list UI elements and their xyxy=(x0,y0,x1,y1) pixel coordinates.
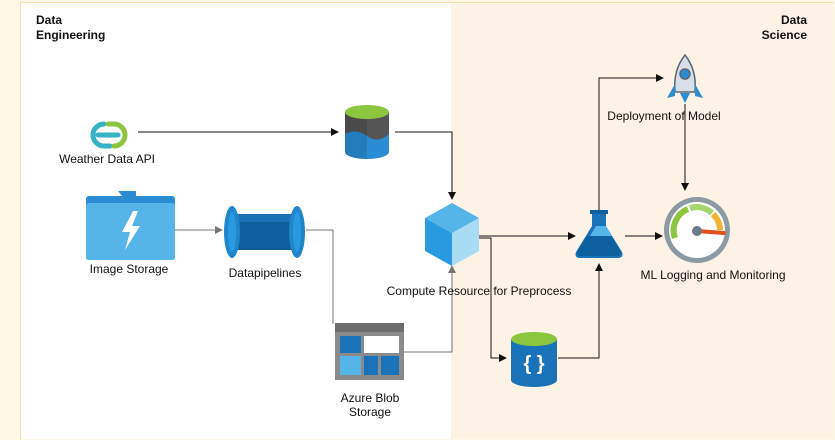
weather-api-label: Weather Data API xyxy=(59,152,155,166)
edge-compute-to-json xyxy=(478,237,507,362)
pipe-icon xyxy=(224,206,305,258)
json-database-icon: { } xyxy=(511,332,557,387)
cube-icon xyxy=(425,203,479,266)
deployment-label: Deployment of Model xyxy=(607,109,721,123)
rocket-icon xyxy=(667,53,703,103)
edge-db-to-compute xyxy=(395,131,456,200)
database-icon xyxy=(345,105,389,159)
edge-flask-to-rocket xyxy=(598,74,664,210)
link-icon xyxy=(90,121,128,149)
connectors xyxy=(138,74,689,362)
blob-grid-icon xyxy=(335,323,404,380)
ml-logging-label: ML Logging and Monitoring xyxy=(640,268,786,282)
image-storage-label: Image Storage xyxy=(89,262,169,276)
gauge-icon xyxy=(664,197,730,263)
data-science-title: Data Science xyxy=(761,13,807,42)
edge-blob-to-compute xyxy=(404,265,456,353)
data-engineering-title: Data Engineering xyxy=(36,13,106,42)
datapipelines-label: Datapipelines xyxy=(228,266,302,280)
edge-pipelines-to-blob xyxy=(306,229,334,324)
folder-lightning-icon xyxy=(86,191,175,260)
blob-storage-label: Azure Blob Storage xyxy=(340,391,400,419)
svg-text:{ }: { } xyxy=(523,353,544,375)
flask-icon xyxy=(575,210,623,258)
edge-json-to-flask xyxy=(558,263,603,359)
diagram-frame xyxy=(20,2,834,440)
compute-label: Compute Resource for Preprocess xyxy=(386,284,572,298)
